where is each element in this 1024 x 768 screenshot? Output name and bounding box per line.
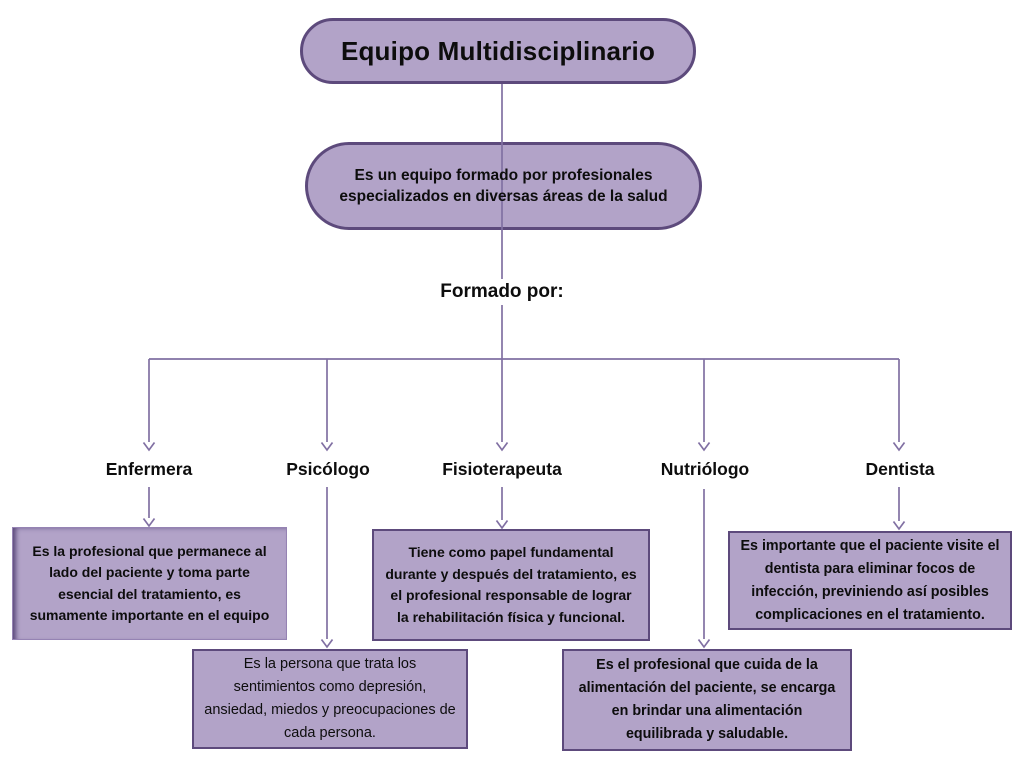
description-text: Tiene como papel fundamental durante y d… (385, 544, 637, 625)
formado-por-label: Formado por: (402, 279, 602, 305)
member-label-nutriologo: Nutriólogo (660, 458, 750, 479)
description-text: Es la profesional que permanece al lado … (29, 542, 270, 624)
member-label-dentista: Dentista (865, 458, 935, 479)
description-text: Es la persona que trata los sentimientos… (204, 656, 456, 741)
diagram-subtitle: Es un equipo formado por profesionales e… (339, 167, 668, 205)
description-box-enfermera: Es la profesional que permanece al lado … (12, 527, 287, 640)
description-text: Es importante que el paciente visite el … (740, 537, 1000, 623)
member-label-fisioterapeuta: Fisioterapeuta (442, 458, 562, 479)
subtitle-shape: Es un equipo formado por profesionales e… (305, 142, 702, 230)
title-shape: Equipo Multidisciplinario (300, 18, 696, 84)
member-label-psicologo: Psicólogo (286, 458, 370, 479)
description-box-dentista: Es importante que el paciente visite el … (728, 531, 1012, 630)
member-label-enfermera: Enfermera (105, 458, 193, 479)
description-text: Es el profesional que cuida de la alimen… (578, 657, 836, 742)
diagram-title: Equipo Multidisciplinario (340, 35, 656, 66)
description-box-nutriologo: Es el profesional que cuida de la alimen… (562, 649, 852, 751)
description-box-psicologo: Es la persona que trata los sentimientos… (192, 649, 468, 749)
description-box-fisioterapeuta: Tiene como papel fundamental durante y d… (372, 529, 650, 641)
